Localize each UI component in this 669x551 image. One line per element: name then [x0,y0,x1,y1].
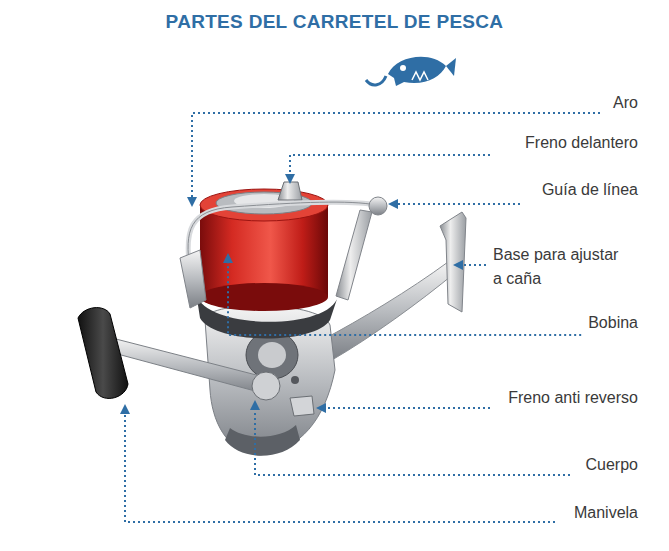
part-label: Aro [613,93,638,113]
leader-line [255,402,570,475]
part-label: Guía de línea [542,180,638,200]
leader-line [192,113,600,205]
part-label: Cuerpo [586,455,638,475]
leader-line [318,407,490,409]
part-label: Bobina [588,313,638,333]
part-label: Freno anti reverso [508,388,638,408]
leader-line [290,155,490,182]
bail [180,197,387,308]
fish-logo [366,57,456,86]
part-label: Base para ajustar a caña [493,243,625,291]
part-label: Freno delantero [525,133,638,153]
leader-line [390,203,520,205]
handle [78,308,280,400]
title: PARTES DEL CARRETEL DE PESCA [0,10,669,34]
leader-line [228,255,581,335]
leader-line [125,406,555,522]
leader-lines [125,113,600,522]
part-label: Manivela [574,503,638,523]
drag-knob [278,182,302,200]
leader-line [455,264,486,266]
anti-reverse-lever [290,396,314,416]
